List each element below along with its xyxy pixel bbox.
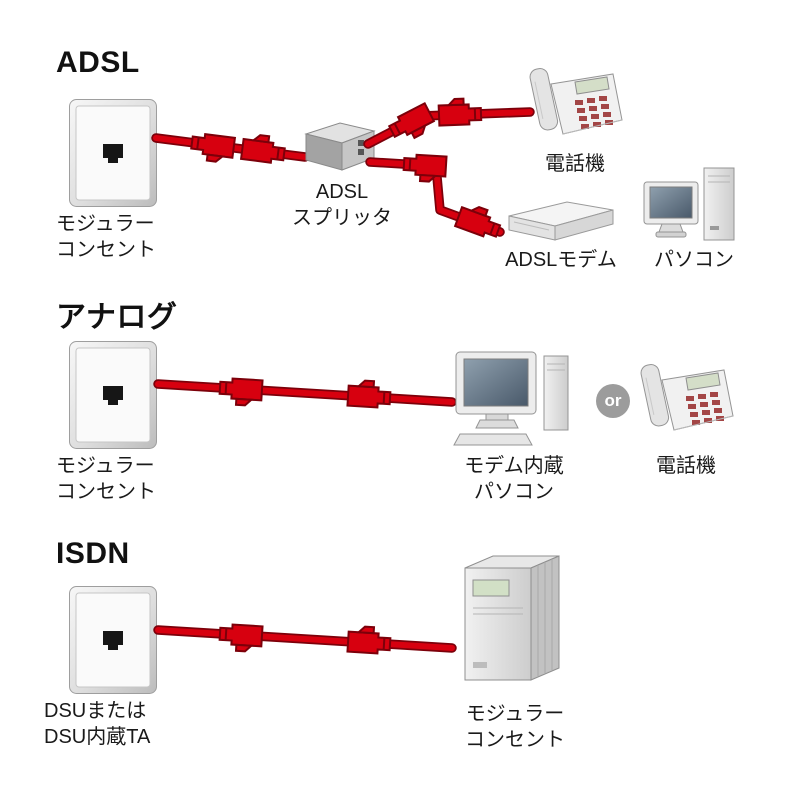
wall-outlet-illustration bbox=[69, 586, 157, 694]
rj11-cable-outlet-to-splitter bbox=[151, 131, 310, 166]
rj11-cable-splitter-to-modem bbox=[365, 153, 505, 242]
rj11-plug-icon bbox=[240, 132, 288, 166]
adsl-outlet-label: モジュラー コンセント bbox=[56, 212, 156, 263]
analog-outlet-label-line1: モジュラー bbox=[56, 455, 155, 477]
adsl-modem-illustration bbox=[508, 201, 614, 241]
rj11-plug-icon bbox=[386, 102, 438, 147]
analog-section-title: アナログ bbox=[56, 301, 178, 334]
rj11-plug-icon bbox=[437, 97, 483, 127]
telephone-illustration bbox=[639, 362, 734, 431]
rj11-plug-icon bbox=[346, 378, 392, 410]
analog-pc-label-line1: モデム内蔵 bbox=[464, 455, 564, 477]
adsl-modem-label: ADSLモデム bbox=[505, 249, 617, 271]
rj11-cable-isdn bbox=[153, 622, 457, 656]
rj11-cable-analog bbox=[153, 376, 457, 410]
modular-jack-icon bbox=[69, 341, 157, 449]
isdn-device-label-line1: モジュラー bbox=[465, 703, 565, 725]
rj11-plug-icon bbox=[454, 200, 505, 242]
adsl-pc-label: パソコン bbox=[654, 249, 734, 271]
analog-pc-label-line2: パソコン bbox=[474, 480, 554, 503]
desktop-pc-illustration bbox=[643, 167, 735, 241]
splitter-label: ADSL スプリッタ bbox=[290, 180, 394, 231]
wall-outlet-illustration bbox=[69, 99, 157, 207]
isdn-outlet-label: DSUまたは DSU内蔵TA bbox=[44, 699, 150, 750]
rj11-plug-icon bbox=[188, 131, 236, 165]
telephone-icon bbox=[528, 66, 623, 135]
isdn-outlet-label-line1: DSUまたは bbox=[44, 700, 147, 722]
isdn-device-label: モジュラー コンセント bbox=[455, 702, 575, 753]
rj11-plug-icon bbox=[218, 622, 264, 654]
isdn-device-label-line2: コンセント bbox=[465, 728, 565, 751]
modular-jack-icon bbox=[69, 99, 157, 207]
rj11-cable-splitter-to-phone bbox=[363, 97, 535, 149]
adsl-section-title: ADSL bbox=[56, 46, 140, 79]
splitter-label-line2: スプリッタ bbox=[292, 206, 392, 229]
analog-outlet-label: モジュラー コンセント bbox=[56, 454, 156, 505]
analog-phone-label: 電話機 bbox=[656, 455, 716, 477]
adsl-outlet-label-line2: コンセント bbox=[56, 238, 156, 261]
adsl-outlet-label-line1: モジュラー bbox=[56, 213, 155, 235]
modular-jack-icon bbox=[69, 586, 157, 694]
rj11-plug-icon bbox=[346, 624, 392, 656]
adsl-phone-label: 電話機 bbox=[545, 153, 605, 175]
telephone-illustration bbox=[528, 66, 623, 135]
analog-pc-label: モデム内蔵 パソコン bbox=[444, 454, 584, 505]
splitter-label-line1: ADSL bbox=[315, 181, 369, 203]
isdn-outlet-label-line2: DSU内蔵TA bbox=[44, 725, 151, 748]
isdn-section-title: ISDN bbox=[56, 537, 130, 570]
rj11-plug-icon bbox=[218, 376, 264, 408]
analog-outlet-label-line2: コンセント bbox=[56, 480, 156, 503]
telephone-icon bbox=[639, 362, 734, 431]
modem-pc-illustration bbox=[453, 351, 569, 446]
wall-outlet-illustration bbox=[69, 341, 157, 449]
isdn-ta-illustration bbox=[464, 555, 560, 681]
or-badge: or bbox=[596, 384, 630, 418]
